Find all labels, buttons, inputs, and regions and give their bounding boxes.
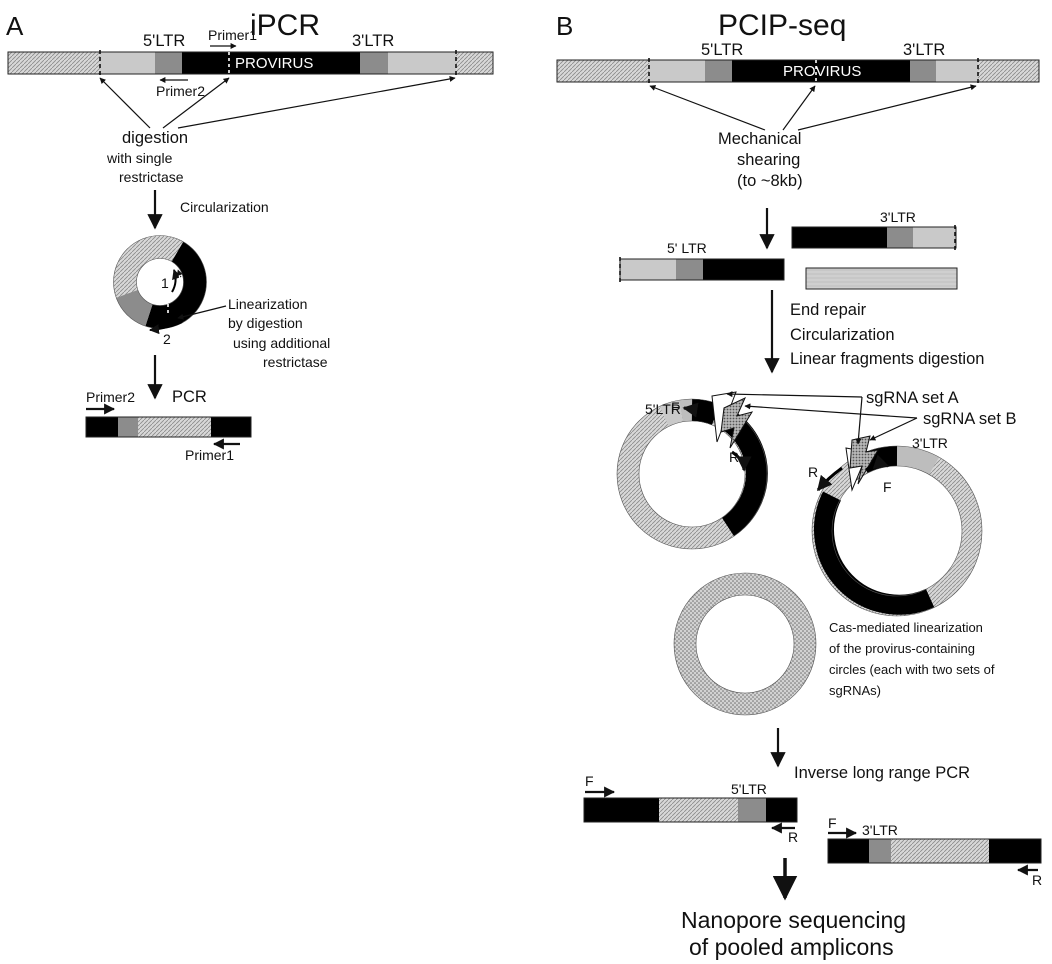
ltr5-label-a: 5'LTR (143, 32, 185, 50)
amplicon-3ltr (827, 838, 1042, 864)
ltr3-label-a: 3'LTR (352, 32, 394, 50)
panel-b-letter: B (556, 11, 573, 41)
linearization-text-1: Linearization (228, 296, 307, 312)
shearing-text-3: (to ~8kb) (737, 172, 803, 190)
circle-5ltr (616, 391, 768, 550)
panel-b: B PCIP-seq 5'LTR 3'LTR PROVIRUS Mechanic… (556, 9, 1042, 960)
primer1-label-a: Primer1 (208, 27, 257, 43)
primer2-label-a: Primer2 (156, 83, 205, 99)
final-text-2: of pooled amplicons (689, 934, 894, 960)
circularization-label-a: Circularization (180, 199, 269, 215)
final-text-1: Nanopore sequencing (681, 907, 906, 933)
provirus-label-b: PROVIRUS (783, 63, 861, 80)
circle1-ltr-label: 5'LTR (645, 401, 681, 417)
inverse-pcr-label: Inverse long range PCR (794, 764, 970, 782)
ltr3-label-b: 3'LTR (903, 41, 945, 59)
shearing-text-1: Mechanical (718, 130, 801, 148)
genome-bar-b (556, 58, 1040, 84)
ltr5-label-b: 5'LTR (701, 41, 743, 59)
ltr3-block-b (910, 60, 936, 82)
ltr3-block (360, 52, 388, 74)
pcr-primer1-label: Primer1 (185, 447, 234, 463)
fragment-ltr3-label: 3'LTR (880, 209, 916, 225)
circular-dna-a (113, 235, 207, 329)
provirus-block-b (732, 60, 910, 82)
fragment-ltr5-label: 5' LTR (667, 240, 707, 256)
step-linear-digestion: Linear fragments digestion (790, 350, 984, 368)
step-end-repair: End repair (790, 301, 867, 319)
amplicon1-f-label: F (585, 773, 594, 789)
circle2-f-label: F (883, 479, 892, 495)
linearization-text-3: using additional (233, 335, 330, 351)
circle-number-2: 2 (163, 331, 171, 347)
panel-a-letter: A (6, 11, 24, 41)
panel-a-title: iPCR (250, 9, 320, 42)
panel-b-title: PCIP-seq (718, 9, 846, 42)
amplicon2-f-label: F (828, 815, 837, 831)
pcr-label: PCR (172, 388, 207, 406)
amplicon-5ltr (583, 797, 798, 823)
digestion-text-1: digestion (122, 129, 188, 147)
amplicon2-r-label: R (1032, 872, 1042, 888)
sgrna-set-a-label: sgRNA set A (866, 389, 959, 407)
shearing-text-2: shearing (737, 151, 800, 169)
linearization-text-4: restrictase (263, 354, 328, 370)
fragment-5ltr (619, 257, 785, 282)
cas-text-1: Cas-mediated linearization (829, 620, 983, 635)
primer2-circle-arrow (149, 321, 183, 335)
circle-number-1: 1 (161, 275, 169, 291)
panel-a: A iPCR 5'LTR 3'LTR Primer1 PROVIRUS Prim… (6, 9, 494, 463)
provirus-label-a: PROVIRUS (235, 55, 313, 72)
amplicon2-ltr-label: 3'LTR (862, 822, 898, 838)
circle-3ltr (811, 435, 983, 617)
pcr-primer2-label: Primer2 (86, 389, 135, 405)
circle1-r-label: R (729, 449, 739, 465)
digestion-text-2: with single (106, 150, 173, 166)
circle-no-provirus (674, 573, 816, 715)
sgrna-set-b-label: sgRNA set B (923, 410, 1017, 428)
linearization-text-2: by digestion (228, 315, 303, 331)
genome-bar-a (7, 50, 494, 76)
cas-text-3: circles (each with two sets of (829, 662, 995, 677)
ltr5-block (155, 52, 182, 74)
cas-text-4: sgRNAs) (829, 683, 881, 698)
circle2-r-label: R (808, 464, 818, 480)
pcr-product-a (85, 416, 252, 438)
amplicon1-ltr-label: 5'LTR (731, 781, 767, 797)
fragment-flank-only (805, 267, 958, 290)
amplicon1-r-label: R (788, 829, 798, 845)
step-circularization: Circularization (790, 326, 895, 344)
digestion-text-3: restrictase (119, 169, 184, 185)
ltr5-block-b (705, 60, 732, 82)
provirus-block (182, 52, 360, 74)
circle2-ltr-label: 3'LTR (912, 435, 948, 451)
fragment-3ltr (791, 225, 957, 250)
circle1-f-label: F (671, 399, 680, 415)
cas-text-2: of the provirus-containing (829, 641, 975, 656)
